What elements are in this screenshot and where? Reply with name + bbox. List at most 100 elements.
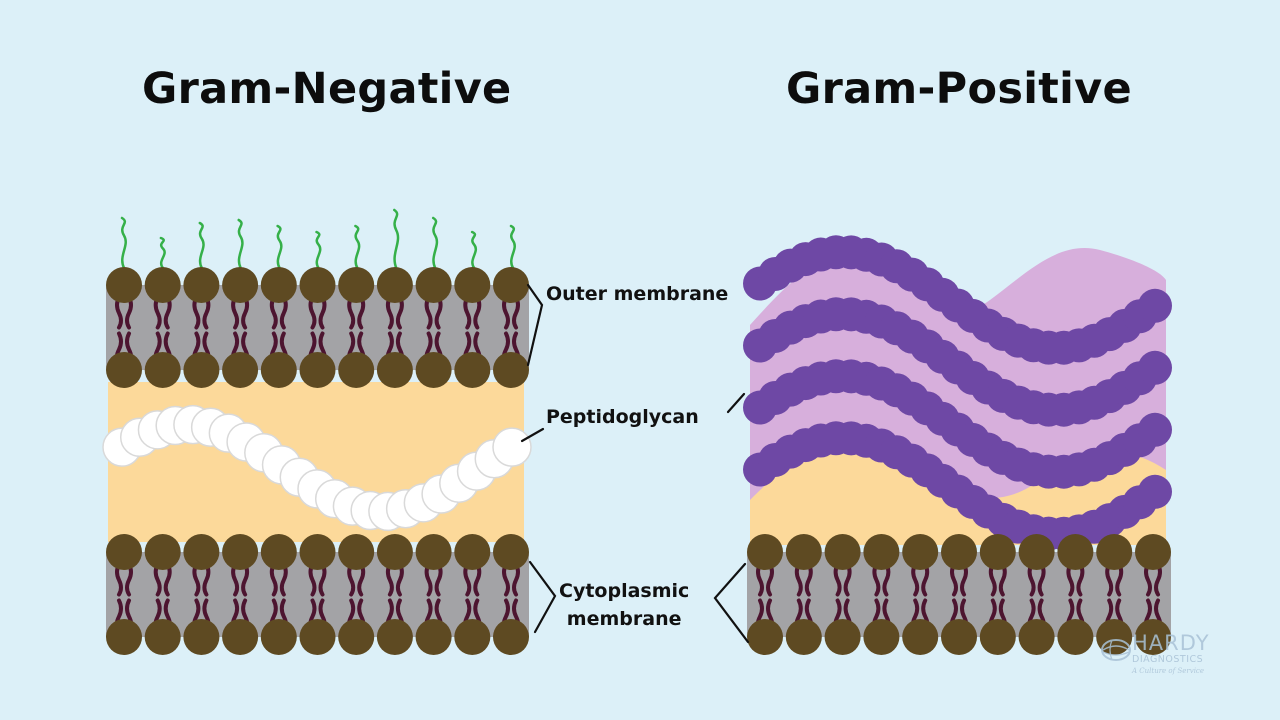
lipid-head [941,619,977,655]
lipid-head [144,534,181,570]
lps-strand [470,230,478,270]
gram-positive-wall [743,235,1172,655]
lipid-head [454,534,491,570]
lps-strands [120,208,516,270]
lipid-head [1096,619,1133,655]
lipid-head [376,267,413,303]
gram-negative-title: Gram-Negative [142,64,512,114]
lipid-head [183,619,220,655]
lipid-head [493,352,529,388]
lipid-head [260,267,297,303]
cytoplasmic-label-line1: Cytoplasmic [559,580,690,602]
lipid-head [902,534,939,570]
hardy-diagnostics-logo: HARDY DIAGNOSTICS A Culture of Service [1098,632,1218,678]
lps-strand [393,208,400,270]
lipid-head [222,267,259,303]
lipid-head [106,619,142,655]
outer-membrane-bracket [526,283,544,367]
lipid-head [222,352,259,388]
lipid-head [454,619,491,655]
lipid-head [941,534,977,570]
logo-brand: HARDY [1132,631,1210,655]
lipid-head [1018,534,1055,570]
lipid-head [1057,534,1094,570]
lipid-head [299,267,336,303]
lipid-head [338,534,375,570]
lipid-head [902,619,939,655]
lipid-head [1135,534,1171,570]
lps-strand [431,216,439,270]
lipid-head [493,619,529,655]
lipid-head [376,352,413,388]
lipid-head [260,352,297,388]
lps-strand [509,224,516,270]
outer-membrane-label: Outer membrane [546,283,729,305]
lipid-head [299,352,336,388]
lipid-head [785,534,822,570]
lipid-head [454,352,491,388]
lipid-head [183,352,220,388]
lipid-head [824,534,861,570]
outer-membrane [106,267,529,388]
lps-strand [159,236,166,270]
lipid-head [1096,534,1133,570]
peptidoglycan-chains-positive [743,235,1172,551]
lipid-head [106,267,142,303]
lipid-head [415,534,452,570]
lipid-head [493,534,529,570]
peptidoglycan-leader-positive [726,392,746,414]
lipid-head [415,352,452,388]
lipid-head [222,534,259,570]
lipid-head [299,619,336,655]
lipid-head [1135,619,1171,655]
lipid-head [106,352,142,388]
gram-negative-wall [102,208,532,655]
lipid-head [1018,619,1055,655]
peptidoglycan-bead [1138,412,1172,447]
lps-strand [315,230,322,270]
lipid-head [979,619,1016,655]
lipid-head [493,267,529,303]
logo-tagline: A Culture of Service [1132,667,1204,675]
cytoplasmic-label-line2: membrane [566,608,682,630]
hardy-globe-icon [1101,639,1131,661]
label-brackets [520,283,750,644]
lipid-head [376,534,413,570]
lps-strand [120,216,127,270]
lipid-head [144,619,181,655]
lps-strand [198,221,205,270]
peptidoglycan-label: Peptidoglycan [546,406,699,428]
cytoplasmic-membrane-positive [747,534,1171,655]
lps-strand [354,224,361,270]
peptidoglycan-bead [492,427,532,467]
lipid-head [338,619,375,655]
lps-strand [276,224,283,270]
lipid-head [260,619,297,655]
cytoplasmic-membrane-negative [106,534,529,655]
lipid-head [260,534,297,570]
lipid-head [183,534,220,570]
lipid-head [338,267,375,303]
lipid-head [979,534,1016,570]
lipid-head [863,534,900,570]
lipid-head [144,352,181,388]
lipid-head [454,267,491,303]
gram-positive-title: Gram-Positive [786,64,1132,114]
lipid-head [1057,619,1094,655]
peptidoglycan-leader [520,427,545,443]
lipid-head [415,619,452,655]
lipid-head [747,534,783,570]
lps-strand [237,218,244,270]
peptidoglycan-chain [102,404,532,532]
peptidoglycan-bead [1138,474,1172,509]
lipid-head [106,534,142,570]
peptidoglycan-bead [1138,288,1172,323]
peptidoglycan-bead [1138,350,1172,385]
cytoplasmic-bracket-right [713,562,750,644]
lipid-head [785,619,822,655]
lipid-head [863,619,900,655]
lipid-head [144,267,181,303]
lipid-head [824,619,861,655]
